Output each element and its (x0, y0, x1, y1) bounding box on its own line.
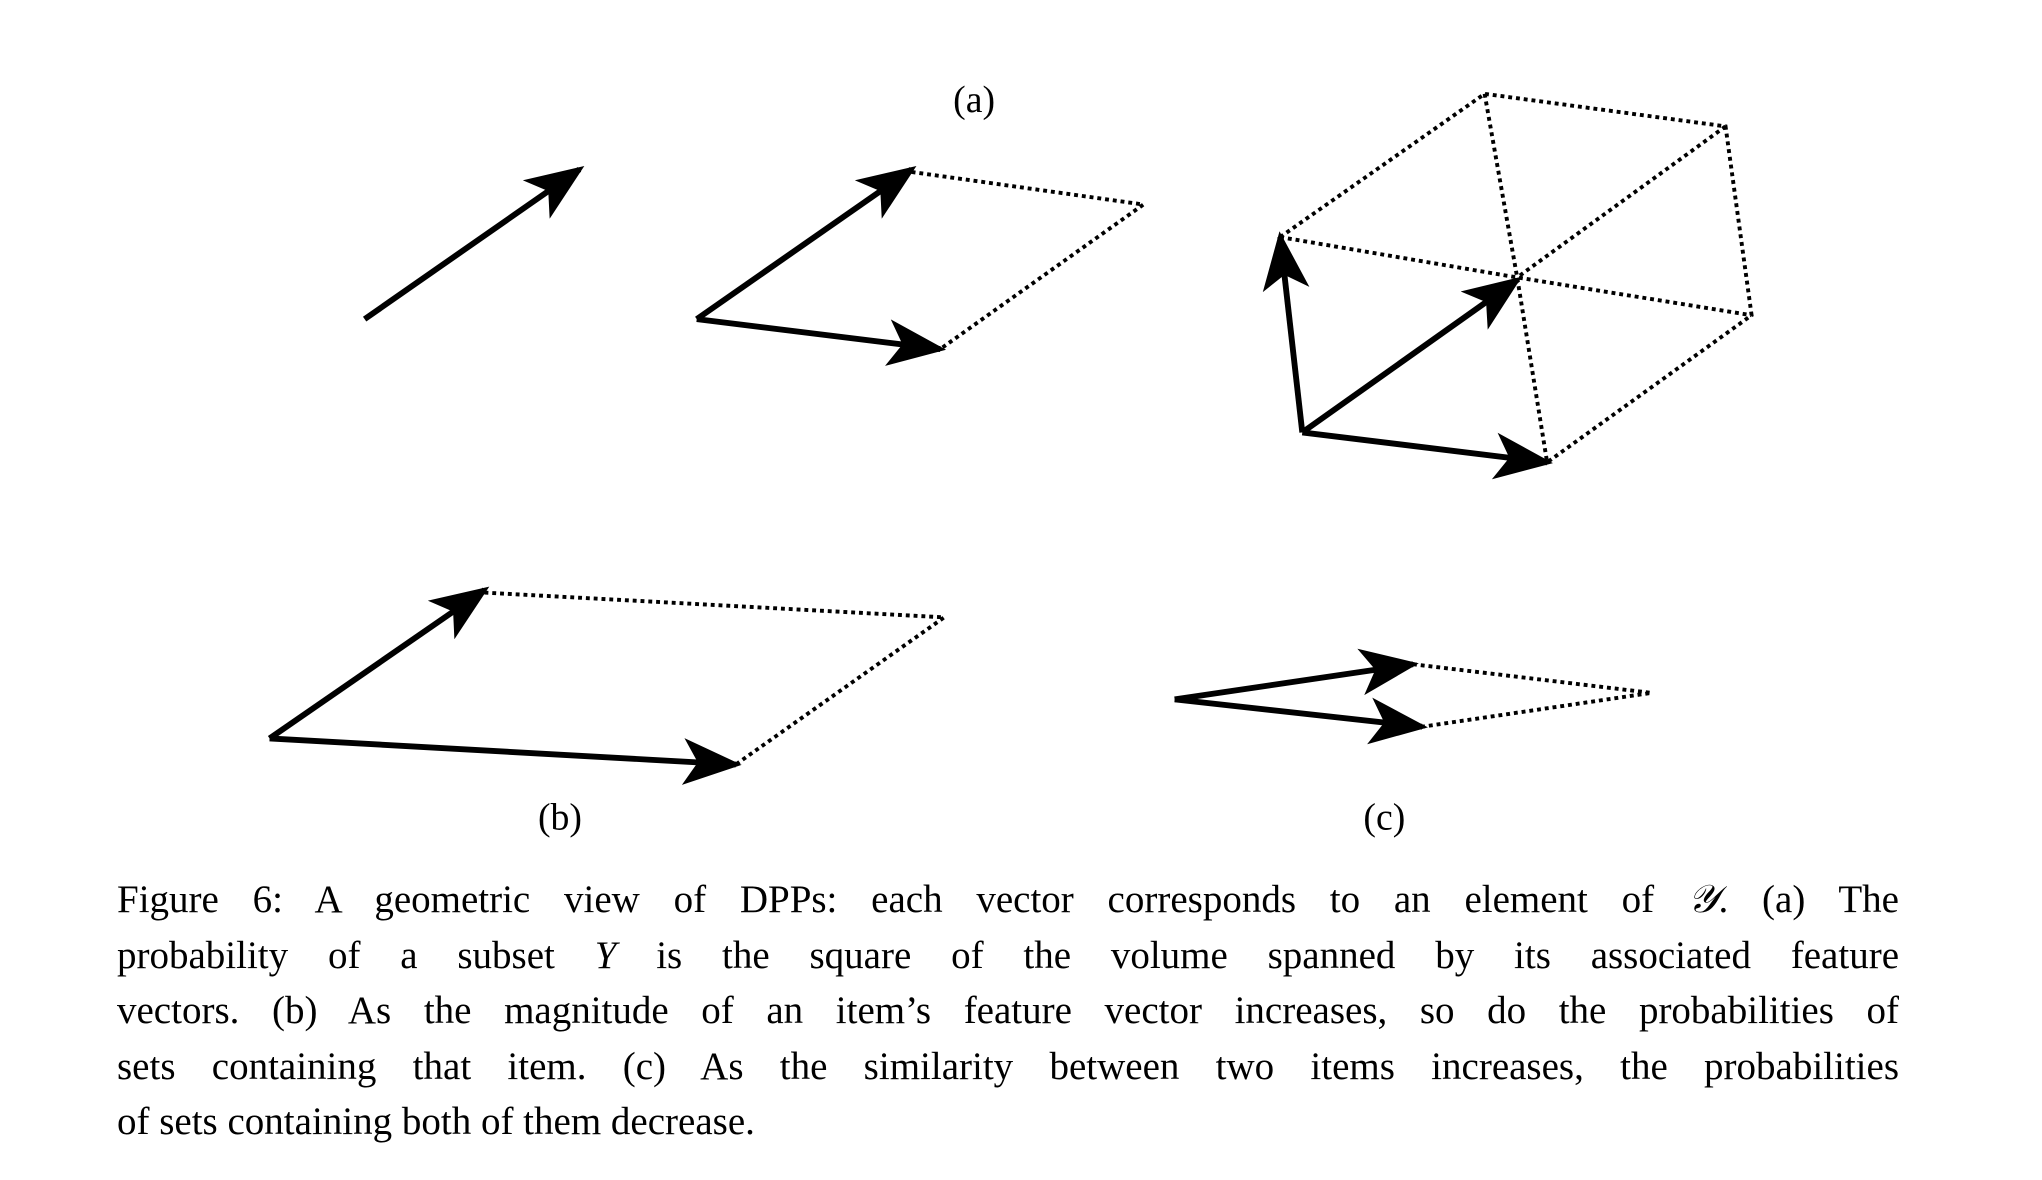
caption-line: of sets containing both of them decrease… (117, 1100, 755, 1143)
caption-text: Figure 6: A geometric view of DPPs: each… (117, 878, 1655, 921)
caption-line: Figure 6: A geometric view of DPPs: each… (117, 872, 1899, 928)
panel-label-b: (b) (538, 797, 582, 839)
caption-text: probability of a subset (117, 933, 555, 977)
panel-b-parallelogram (267, 586, 950, 785)
panel-c-parallelogram (1174, 648, 1652, 745)
panel-label-a: (a) (953, 79, 995, 121)
caption-symbol: Y (594, 933, 617, 977)
caption-line: vectors. (b) As the magnitude of an item… (117, 989, 1899, 1032)
caption-line: sets containing that item. (c) As the si… (117, 1044, 1899, 1088)
panel-label-c: (c) (1363, 797, 1405, 839)
figure-caption: Figure 6: A geometric view of DPPs: each… (117, 872, 1899, 1150)
caption-line: probability of a subset Y is the square … (117, 928, 1899, 984)
panel-a-parallelogram (695, 166, 1149, 366)
panel-a-single-vector (362, 166, 585, 322)
caption-text: is the square of the volume spanned by i… (656, 933, 1900, 977)
panel-a-parallelepiped (1262, 91, 1754, 480)
caption-symbol: 𝒴 (1687, 878, 1719, 921)
caption-text: . (a) The (1718, 878, 1900, 921)
